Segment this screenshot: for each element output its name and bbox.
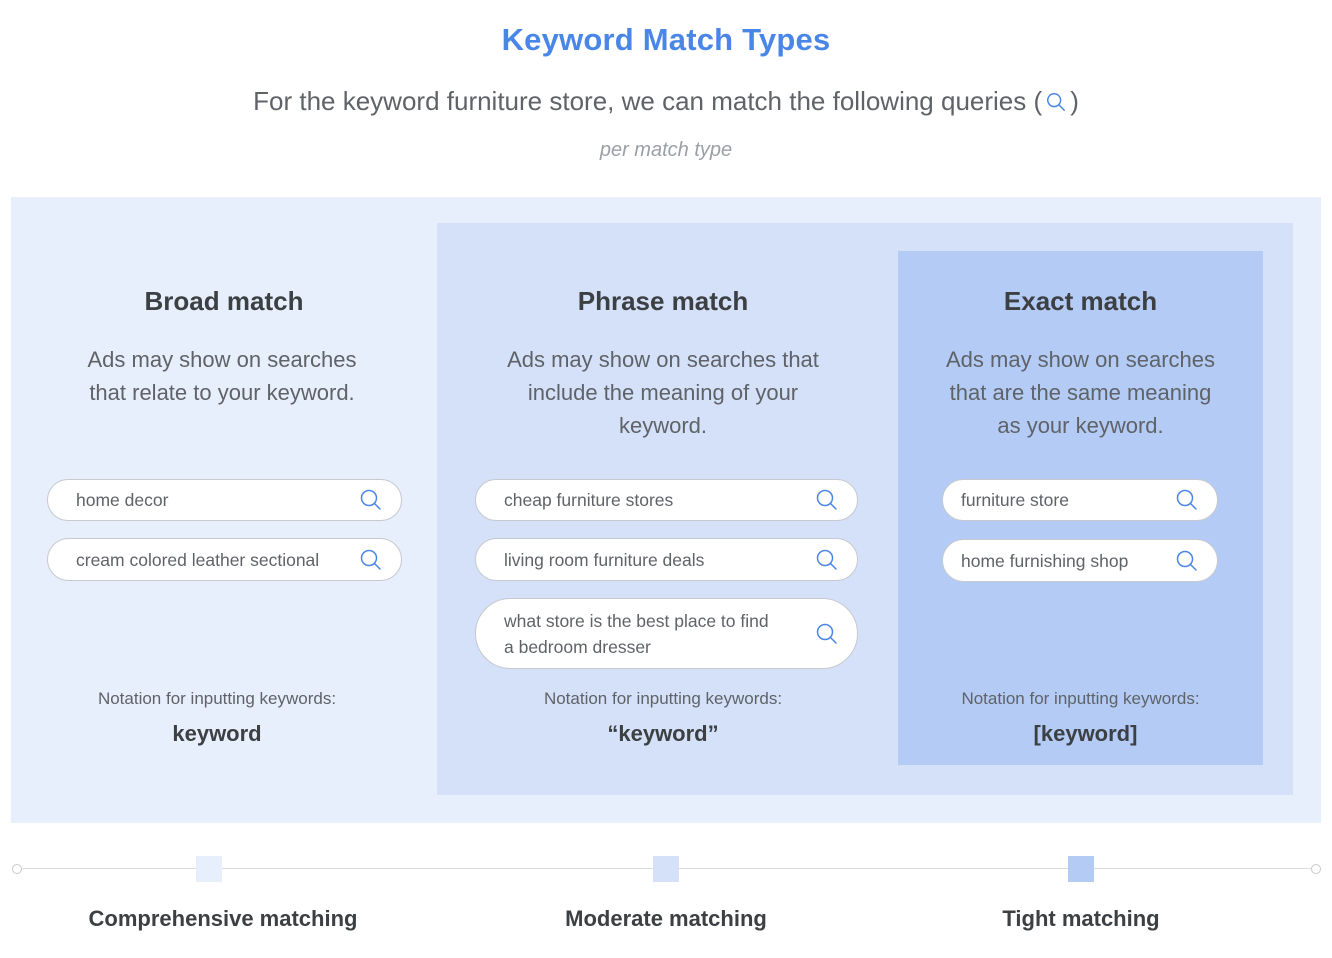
query-pill[interactable]: cheap furniture stores: [475, 479, 858, 521]
notation-label: Notation for inputting keywords:: [961, 689, 1200, 708]
search-icon: [1045, 89, 1067, 111]
description-line: that relate to your keyword.: [89, 380, 355, 405]
query-pill[interactable]: cream colored leather sectional: [47, 538, 402, 581]
search-icon: [359, 548, 383, 572]
exact-match-description: Ads may show on searches that are the sa…: [898, 343, 1263, 442]
description-line: Ads may show on searches that: [507, 347, 819, 372]
description-line: Ads may show on searches: [945, 347, 1216, 372]
timeline-end-dot: [1311, 864, 1321, 874]
description-line: include the meaning of your: [527, 380, 799, 405]
phrase-match-heading: Phrase match: [577, 286, 749, 316]
subtitle-text: For the keyword furniture store, we can …: [253, 86, 1027, 116]
timeline-label: Tight matching: [1002, 906, 1160, 931]
search-icon: [1175, 549, 1199, 573]
search-icon: [815, 622, 839, 646]
query-text: home furnishing shop: [961, 550, 1129, 571]
timeline-marker-broad: [196, 856, 222, 882]
notation-value: “keyword”: [607, 721, 719, 746]
search-icon: [359, 488, 383, 512]
subtitle-open-paren: (: [1033, 86, 1043, 116]
broad-match-description: Ads may show on searches that relate to …: [24, 343, 420, 409]
notation-value: [keyword]: [1033, 721, 1138, 746]
query-text: cream colored leather sectional: [76, 549, 320, 570]
timeline-label: Comprehensive matching: [88, 906, 358, 931]
query-text: living room furniture deals: [504, 549, 705, 570]
phrase-match-description: Ads may show on searches that include th…: [463, 343, 863, 442]
description-line: keyword.: [618, 413, 708, 438]
notation-value: keyword: [172, 721, 262, 746]
query-pill[interactable]: home furnishing shop: [942, 539, 1218, 582]
notation-label: Notation for inputting keywords:: [97, 689, 337, 708]
timeline-marker-exact: [1068, 856, 1094, 882]
broad-match-heading: Broad match: [144, 286, 304, 316]
query-text: cheap furniture stores: [504, 490, 674, 510]
exact-match-heading: Exact match: [1003, 286, 1158, 316]
description-line: that are the same meaning: [949, 380, 1212, 405]
search-icon: [815, 488, 839, 512]
subtitle-close-paren: ): [1070, 86, 1079, 116]
query-pill[interactable]: home decor: [47, 479, 402, 521]
query-text: home decor: [76, 490, 169, 510]
caption: per match type: [599, 139, 733, 161]
timeline-start-dot: [12, 864, 22, 874]
description-line: as your keyword.: [997, 413, 1164, 438]
search-icon: [1175, 488, 1199, 512]
query-pill[interactable]: furniture store: [942, 479, 1218, 521]
notation-label: Notation for inputting keywords:: [543, 689, 783, 708]
timeline-marker-phrase: [653, 856, 679, 882]
query-text: furniture store: [961, 490, 1069, 510]
subtitle: For the keyword furniture store, we can …: [0, 86, 1332, 117]
query-pill[interactable]: living room furniture deals: [475, 538, 858, 581]
timeline-label: Moderate matching: [565, 906, 767, 931]
query-pill[interactable]: what store is the best place to find a b…: [475, 598, 858, 669]
query-text: what store is the best place to find a b…: [504, 608, 815, 660]
query-line: what store is the best place to find: [504, 610, 769, 631]
page-title: Keyword Match Types: [501, 22, 831, 57]
query-line: a bedroom dresser: [504, 636, 651, 657]
description-line: Ads may show on searches: [87, 347, 357, 372]
search-icon: [815, 548, 839, 572]
